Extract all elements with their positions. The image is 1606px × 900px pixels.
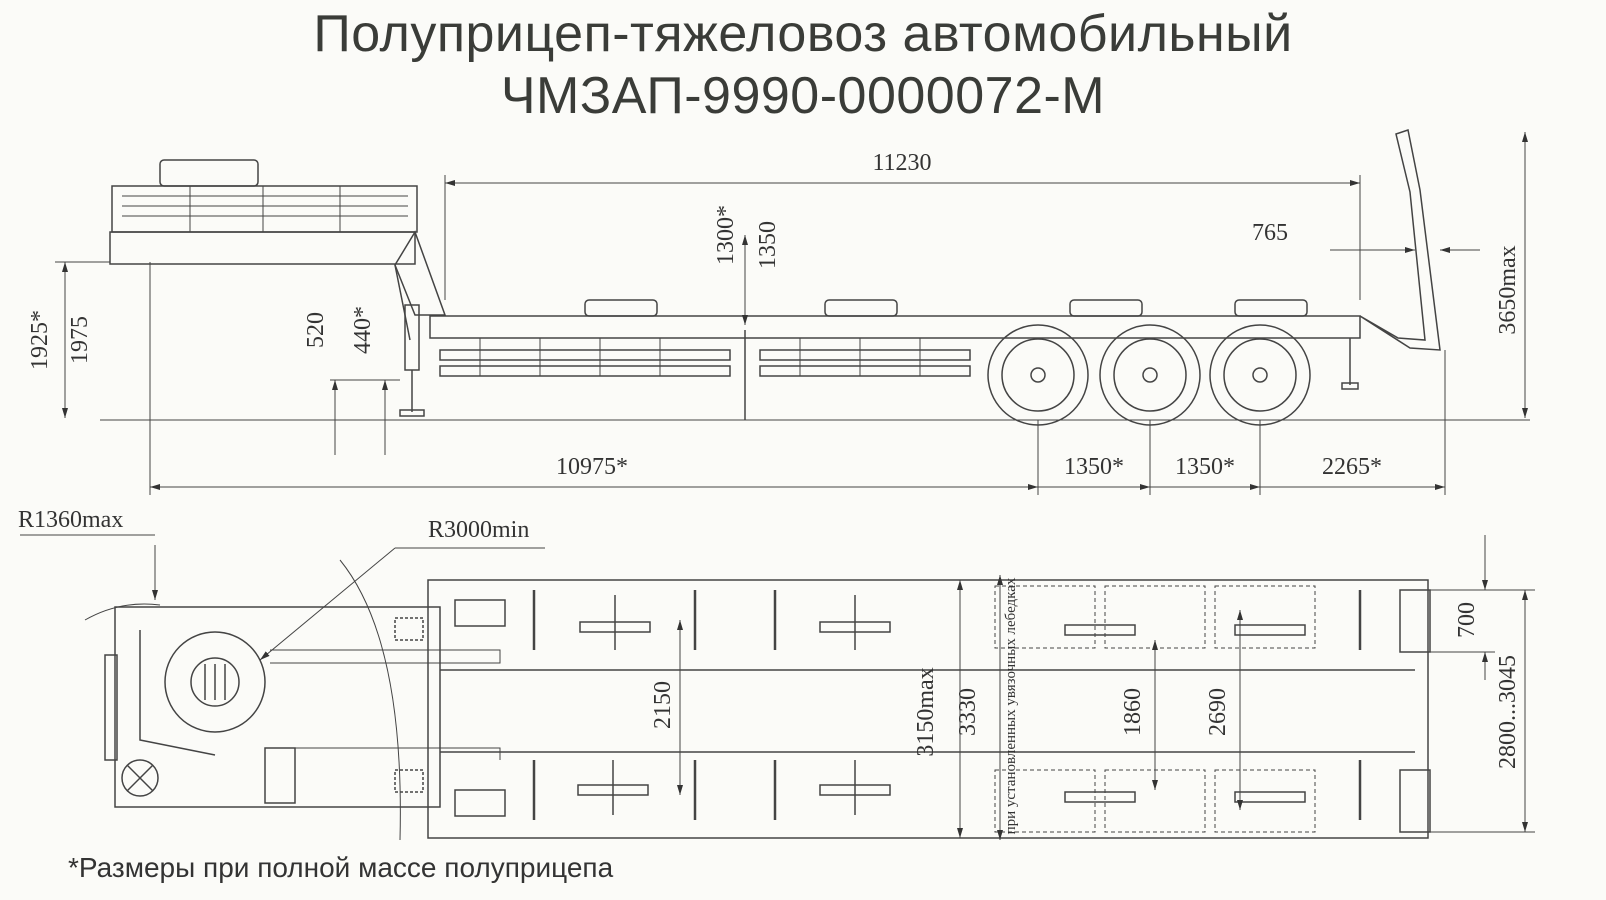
dim-overall-length: 11230 — [872, 150, 931, 176]
drawing-title: Полуприцеп-тяжеловоз автомобильный — [313, 5, 1293, 63]
winch-note: при установленных увязочных лебедках — [1003, 577, 1019, 834]
model-number: ЧМЗАП-9990-0000072-М — [500, 67, 1106, 125]
gooseneck-neck — [394, 230, 447, 316]
kingpin-plate — [164, 631, 266, 733]
dim-axle-spacing-2: 1350* — [1175, 454, 1235, 480]
gooseneck-rail — [111, 185, 418, 233]
side-dimensions — [55, 132, 1528, 495]
dim-rear-overhang: 2265* — [1322, 454, 1382, 480]
dim-front-height-a: 1925* — [27, 310, 53, 370]
dim-inner-width: 2150 — [650, 681, 676, 729]
top-dimensions — [20, 534, 1535, 840]
turning-radius-arc — [339, 559, 401, 841]
dim-track-inner: 1860 — [1120, 688, 1146, 736]
front-radius-arc — [84, 603, 161, 621]
winch-3 — [1069, 299, 1143, 317]
dim-ramp-width: 700 — [1454, 602, 1480, 638]
main-deck-top — [427, 579, 1429, 839]
gooseneck-plate-top — [114, 606, 441, 808]
ramp-left — [1399, 589, 1431, 653]
dim-ramp-spread: 2800...3045 — [1495, 655, 1521, 769]
dim-kingpin-to-axle: 10975* — [556, 454, 628, 480]
dim-track-outer: 2690 — [1205, 688, 1231, 736]
gooseneck-deck — [109, 231, 416, 265]
dim-turning-radius: R3000min — [428, 517, 529, 543]
toolbox — [159, 159, 259, 187]
side-beam-mid — [759, 349, 971, 361]
main-deck — [429, 315, 1361, 339]
dim-gooseneck-height-a: 1300* — [713, 205, 739, 265]
wheel-3 — [1209, 324, 1311, 426]
winch-2 — [824, 299, 898, 317]
dim-frame-width: 3330 — [955, 688, 981, 736]
spare-wheel — [121, 759, 159, 797]
rail-slats — [122, 186, 408, 232]
dim-ramp-height: 3650max — [1495, 245, 1521, 334]
footnote: *Размеры при полной массе полуприцепа — [68, 852, 614, 883]
dim-deck-height-b: 440* — [350, 306, 376, 354]
side-beam-front — [439, 349, 731, 361]
front-post-1 — [454, 599, 506, 627]
wheel-1 — [987, 324, 1089, 426]
dim-line-turning-radius — [259, 547, 396, 661]
dim-front-radius: R1360max — [18, 507, 123, 533]
winch-top-1 — [579, 595, 651, 650]
winch-4 — [1234, 299, 1308, 317]
dim-max-width: 3150max — [913, 667, 939, 756]
side-view — [100, 129, 1530, 426]
winch-top-4 — [819, 760, 891, 815]
dim-front-height-b: 1975 — [67, 316, 93, 364]
dim-axle-spacing-1: 1350* — [1064, 454, 1124, 480]
rear-ramp — [1359, 129, 1441, 351]
dim-deck-height-a: 520 — [303, 312, 329, 348]
wheel-2 — [1099, 324, 1201, 426]
landing-foot — [399, 409, 425, 417]
dim-gooseneck-height-b: 1350 — [755, 221, 781, 269]
front-post-2 — [454, 789, 506, 817]
ramp-right — [1399, 769, 1431, 833]
dim-ramp-offset: 765 — [1252, 220, 1288, 246]
winch-top-3 — [577, 760, 649, 815]
winch-1 — [584, 299, 658, 317]
winch-top-2 — [819, 595, 891, 650]
